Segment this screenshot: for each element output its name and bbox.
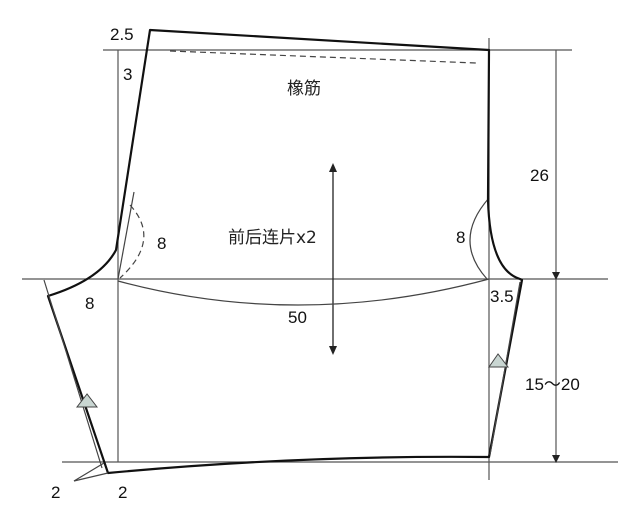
hem-construction-line	[73, 472, 109, 482]
pattern-outline	[46, 28, 524, 475]
label-hem-left-outer: 2	[51, 483, 60, 502]
right-crotch-thin-curve	[469, 197, 490, 280]
label-right-crotch-extension: 3.5	[490, 287, 514, 306]
arrow-down-icon	[329, 346, 337, 355]
label-inseam-length: 15～20	[525, 375, 580, 394]
notch-icon	[488, 353, 510, 368]
label-hip-width: 50	[288, 308, 307, 327]
hem-construction-line	[73, 462, 105, 482]
label-hem-left-inner: 2	[118, 483, 127, 502]
elastic-dashed-line	[169, 50, 477, 64]
left-crotch-reference	[117, 191, 135, 280]
label-waist-rise: 2.5	[110, 25, 134, 44]
arrowhead-icon	[552, 455, 560, 463]
right-leg-inner-line	[489, 281, 521, 456]
left-crotch-dashed-curve	[119, 204, 145, 279]
grain-line	[329, 163, 337, 355]
arrowhead-icon	[552, 272, 560, 280]
label-elastic: 橡筋	[287, 79, 321, 99]
arrow-up-icon	[329, 163, 337, 172]
label-left-crotch-curve: 8	[157, 234, 166, 253]
label-waist-drop: 3	[123, 65, 132, 84]
label-left-crotch-extension: 8	[85, 294, 94, 313]
label-right-crotch-curve: 8	[456, 228, 465, 247]
notch-icon	[75, 393, 99, 408]
label-rise-height: 26	[530, 166, 549, 185]
left-leg-inner-line	[43, 279, 103, 469]
hip-curve	[117, 278, 490, 306]
label-piece-note: 前后连片x2	[228, 228, 317, 248]
